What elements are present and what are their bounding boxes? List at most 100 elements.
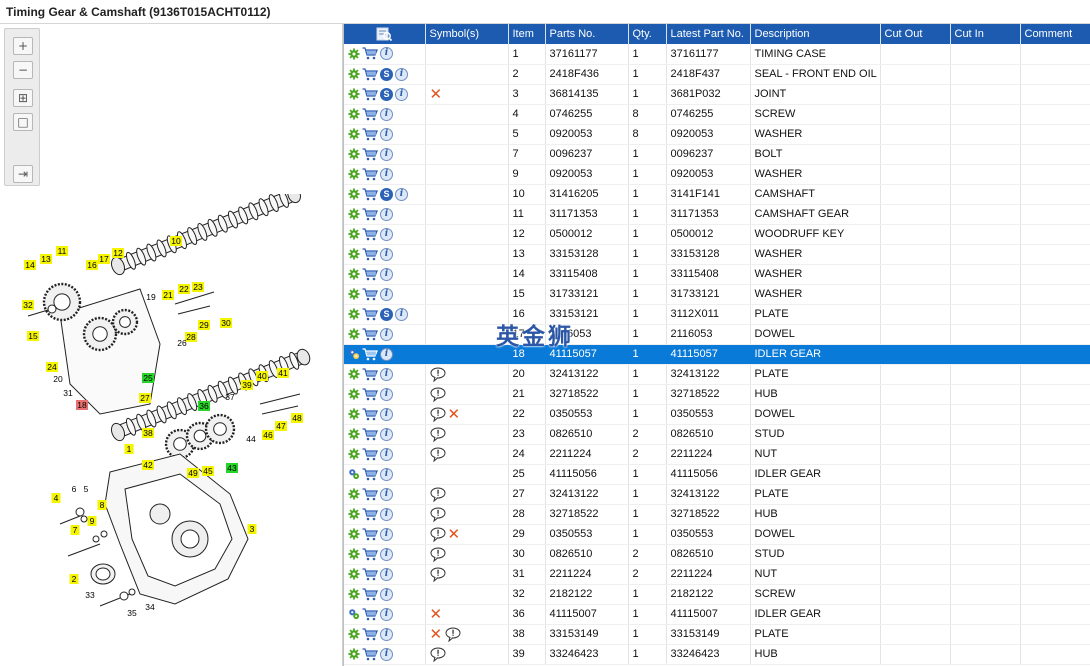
comment-bubble-icon[interactable] — [430, 527, 446, 542]
info-icon[interactable]: i — [380, 467, 393, 481]
cart-icon[interactable] — [362, 407, 378, 421]
info-icon[interactable]: i — [395, 67, 408, 81]
gear-icon[interactable] — [348, 548, 360, 560]
callout-16[interactable]: 16 — [86, 260, 98, 270]
callout-19[interactable]: 19 — [146, 292, 156, 302]
gear-icon[interactable] — [348, 508, 360, 520]
comment-bubble-icon[interactable] — [430, 567, 446, 582]
gear-icon[interactable] — [348, 588, 360, 600]
cart-icon[interactable] — [362, 307, 378, 321]
cross-icon[interactable]: ✕ — [429, 605, 443, 623]
gear-icon[interactable] — [348, 228, 360, 240]
callout-29[interactable]: 29 — [198, 320, 210, 330]
info-icon[interactable]: i — [380, 587, 393, 601]
callout-22[interactable]: 22 — [178, 284, 190, 294]
gear-icon[interactable] — [348, 368, 360, 380]
s-badge-icon[interactable]: S — [380, 67, 393, 81]
gear-icon[interactable] — [348, 168, 360, 180]
callout-4[interactable]: 4 — [51, 493, 61, 503]
cart-icon[interactable] — [362, 507, 378, 521]
callout-24[interactable]: 24 — [46, 362, 58, 372]
column-header-qty[interactable]: Qty. — [628, 24, 667, 44]
callout-11[interactable]: 11 — [56, 246, 68, 256]
callout-38[interactable]: 38 — [142, 428, 154, 438]
gear-icon[interactable] — [348, 128, 360, 140]
gear-icon[interactable] — [348, 388, 360, 400]
cart-icon[interactable] — [362, 47, 378, 60]
gear-icon[interactable] — [348, 328, 360, 340]
callout-6[interactable]: 6 — [72, 484, 77, 494]
column-header-cut-out[interactable]: Cut Out — [880, 24, 951, 44]
zoom-out-button[interactable]: − — [13, 61, 33, 79]
cart-icon[interactable] — [362, 627, 378, 641]
cart-icon[interactable] — [362, 107, 378, 121]
cart-icon[interactable] — [362, 127, 378, 141]
cart-icon[interactable] — [362, 87, 378, 101]
cross-icon[interactable]: ✕ — [429, 625, 443, 643]
gears-icon[interactable] — [348, 348, 360, 360]
column-header-filter[interactable] — [344, 24, 426, 44]
callout-31[interactable]: 31 — [63, 388, 73, 398]
s-badge-icon[interactable]: S — [380, 87, 393, 101]
callout-43[interactable]: 43 — [226, 463, 238, 473]
callout-2[interactable]: 2 — [69, 574, 79, 584]
gear-icon[interactable] — [348, 148, 360, 160]
callout-26[interactable]: 26 — [177, 338, 187, 348]
cart-icon[interactable] — [362, 187, 378, 201]
callout-18[interactable]: 18 — [76, 400, 88, 410]
callout-20[interactable]: 20 — [53, 374, 63, 384]
callout-34[interactable]: 34 — [145, 602, 155, 612]
callout-27[interactable]: 27 — [139, 393, 151, 403]
cart-icon[interactable] — [362, 527, 378, 541]
callout-40[interactable]: 40 — [256, 371, 268, 381]
callout-36[interactable]: 36 — [198, 401, 210, 411]
callout-5[interactable]: 5 — [84, 484, 89, 494]
info-icon[interactable]: i — [395, 87, 408, 101]
cart-icon[interactable] — [362, 647, 378, 661]
zoom-in-button[interactable]: + — [13, 37, 33, 55]
cart-icon[interactable] — [362, 427, 378, 441]
callout-32[interactable]: 32 — [22, 300, 34, 310]
info-icon[interactable]: i — [380, 627, 393, 641]
gears-icon[interactable] — [348, 608, 360, 620]
info-icon[interactable]: i — [395, 307, 408, 321]
gear-icon[interactable] — [348, 288, 360, 300]
callout-9[interactable]: 9 — [87, 516, 97, 526]
info-icon[interactable]: i — [380, 527, 393, 541]
info-icon[interactable]: i — [380, 247, 393, 261]
info-icon[interactable]: i — [380, 127, 393, 141]
callout-35[interactable]: 35 — [127, 608, 137, 618]
gear-icon[interactable] — [348, 188, 360, 200]
info-icon[interactable]: i — [380, 147, 393, 161]
info-icon[interactable]: i — [380, 427, 393, 441]
actual-size-button[interactable]: □ — [13, 113, 33, 131]
fit-view-button[interactable]: ⊞ — [13, 89, 33, 107]
callout-3[interactable]: 3 — [247, 524, 257, 534]
gear-icon[interactable] — [348, 208, 360, 220]
info-icon[interactable]: i — [395, 187, 408, 201]
callout-41[interactable]: 41 — [277, 368, 289, 378]
callout-8[interactable]: 8 — [97, 500, 107, 510]
cart-icon[interactable] — [362, 207, 378, 221]
s-badge-icon[interactable]: S — [380, 307, 393, 321]
callout-17[interactable]: 17 — [98, 254, 110, 264]
info-icon[interactable]: i — [380, 647, 393, 661]
gear-icon[interactable] — [348, 88, 360, 100]
callout-49[interactable]: 49 — [187, 468, 199, 478]
gear-icon[interactable] — [348, 448, 360, 460]
